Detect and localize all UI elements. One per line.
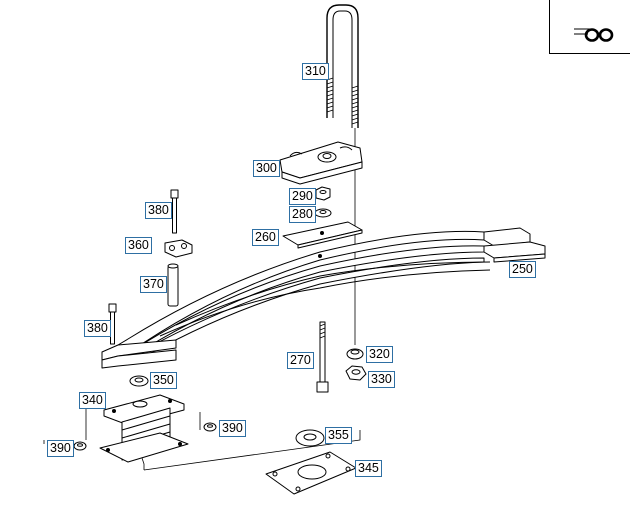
callout-380-lower[interactable]: 380 <box>84 320 111 337</box>
logo-mark-icon <box>574 28 614 42</box>
callout-340[interactable]: 340 <box>79 392 106 409</box>
rubber-mount-340 <box>99 394 189 463</box>
bolt-380-upper <box>170 189 179 234</box>
leaf-spring-250 <box>101 227 546 369</box>
callout-300[interactable]: 300 <box>253 160 280 177</box>
sleeve-370 <box>167 263 179 307</box>
washer-320 <box>346 348 364 360</box>
ring-355 <box>295 429 325 447</box>
callout-360[interactable]: 360 <box>125 237 152 254</box>
callout-390-left[interactable]: 390 <box>47 440 74 457</box>
bolt-270 <box>316 321 329 393</box>
plate-360 <box>164 239 193 258</box>
plate-345 <box>265 451 357 495</box>
nut-390-right <box>203 422 217 432</box>
callout-310[interactable]: 310 <box>302 63 329 80</box>
callout-370[interactable]: 370 <box>140 276 167 293</box>
nut-290 <box>315 186 331 201</box>
callout-260[interactable]: 260 <box>252 229 279 246</box>
callout-355[interactable]: 355 <box>325 427 352 444</box>
callout-320[interactable]: 320 <box>366 346 393 363</box>
nut-330 <box>345 365 367 381</box>
callout-270[interactable]: 270 <box>287 352 314 369</box>
callout-290[interactable]: 290 <box>289 188 316 205</box>
nut-390-left <box>73 441 87 451</box>
clamp-plate-300 <box>279 141 363 185</box>
callout-390-right[interactable]: 390 <box>219 420 246 437</box>
callout-330[interactable]: 330 <box>368 371 395 388</box>
plate-260 <box>282 221 363 249</box>
leader-lines <box>43 406 361 471</box>
callout-380-upper[interactable]: 380 <box>145 202 172 219</box>
callout-250[interactable]: 250 <box>509 261 536 278</box>
callout-345[interactable]: 345 <box>355 460 382 477</box>
callout-280[interactable]: 280 <box>289 206 316 223</box>
callout-350[interactable]: 350 <box>150 372 177 389</box>
logo-box <box>549 0 630 54</box>
washer-280 <box>314 208 332 218</box>
washer-350 <box>129 375 149 387</box>
